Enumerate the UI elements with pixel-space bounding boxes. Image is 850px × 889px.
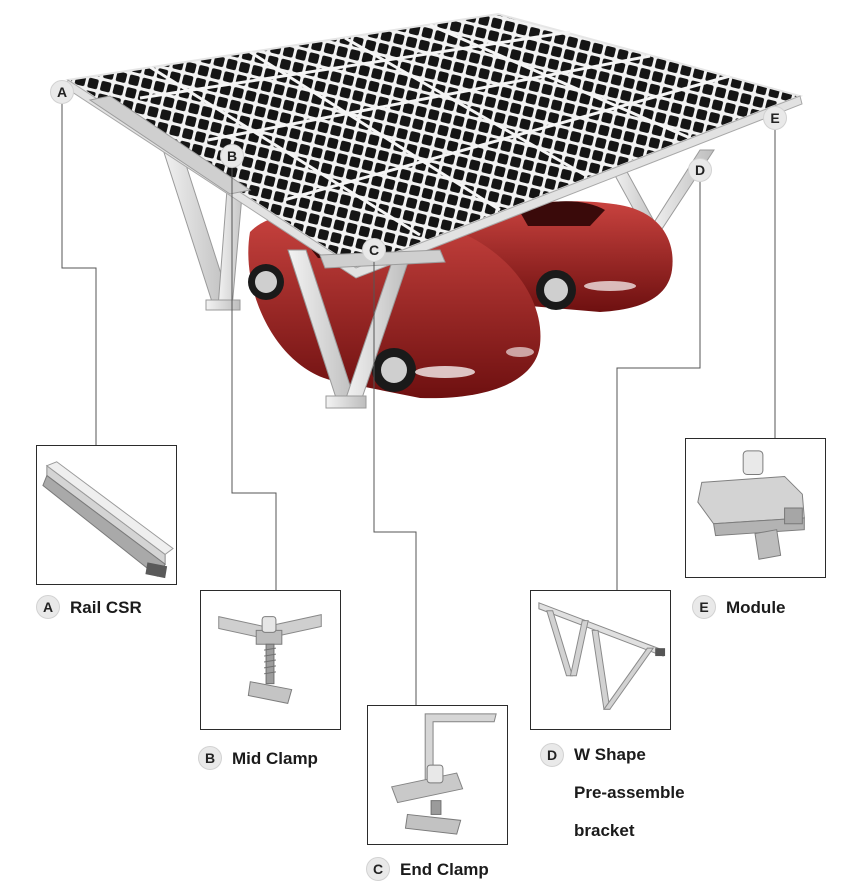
w-shape-bracket-panel [530,590,671,730]
caption-label-e: Module [726,598,786,617]
caption-badge-e: E [692,595,716,619]
w-bracket-icon [538,602,666,710]
caption-badge-b: B [198,746,222,770]
callout-badge-a: A [50,80,74,104]
leader-lines [61,104,776,705]
end-clamp-icon [391,713,497,835]
callout-badge-e: E [763,106,787,130]
caption-b: B Mid Clamp [198,746,318,772]
caption-a: A Rail CSR [36,595,142,621]
module-clamp-icon [697,450,805,560]
mid-clamp-panel [200,590,341,730]
caption-label-b: Mid Clamp [232,749,318,768]
caption-label-d: W Shape Pre-assemble bracket [574,745,685,840]
front-support-legs [287,249,409,409]
caption-badge-d: D [540,743,564,767]
caption-badge-a: A [36,595,60,619]
end-clamp-panel [367,705,508,845]
caption-e: E Module [692,595,786,621]
caption-label-a: Rail CSR [70,598,142,617]
caption-label-c: End Clamp [400,860,489,879]
callout-badge-c: C [362,238,386,262]
caption-c: C End Clamp [366,857,489,883]
rail-icon [42,461,174,579]
callout-badge-b: B [220,144,244,168]
callout-badge-d: D [688,158,712,182]
caption-d: D W Shape Pre-assemble bracket [540,743,685,850]
caption-badge-c: C [366,857,390,881]
mid-clamp-icon [218,614,322,704]
module-panel [685,438,826,578]
rail-csr-panel [36,445,177,585]
solar-roof [65,12,804,279]
